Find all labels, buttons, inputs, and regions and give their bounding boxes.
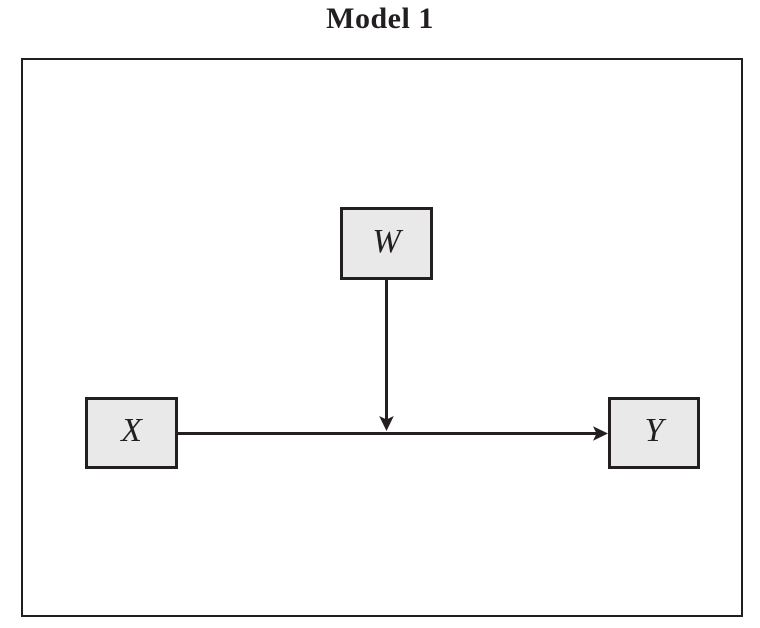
arrowhead-w-to-path — [379, 416, 394, 431]
node-label-x: X — [121, 412, 142, 449]
diagram-frame — [21, 58, 743, 617]
node-antecedent-x: X — [85, 397, 178, 469]
figure-title: Model 1 — [326, 2, 434, 35]
node-label-y: Y — [644, 412, 664, 449]
arrowhead-x-to-y — [593, 426, 608, 441]
node-moderator-w: W — [340, 207, 433, 280]
node-consequent-y: Y — [608, 397, 700, 469]
node-label-w: W — [372, 222, 401, 260]
